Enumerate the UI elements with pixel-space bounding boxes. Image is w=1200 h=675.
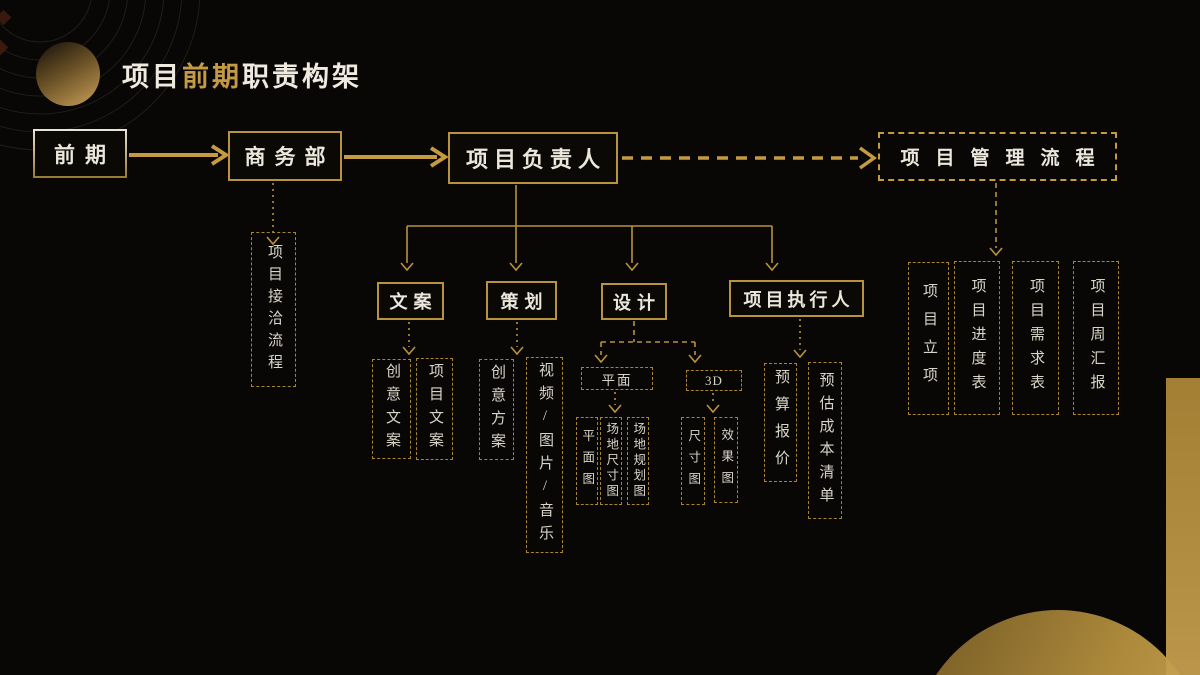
- arrow-fuzeren-to-guanli: [622, 146, 878, 170]
- node-changdichicuntu: 场地尺寸图: [600, 417, 622, 505]
- node-changdiguihuatu-label: 场地规划图: [631, 422, 646, 500]
- node-chuangyifangan: 创意方案: [479, 359, 514, 460]
- node-3d: 3D: [686, 370, 742, 391]
- tree-fuzeren: [400, 185, 779, 272]
- node-pingmiantu: 平面图: [576, 417, 598, 505]
- node-chicuntu-label: 尺寸图: [686, 428, 701, 494]
- node-pingmian-label: 平面: [601, 372, 633, 388]
- diamond-decoration: [0, 9, 12, 26]
- diamond-decoration: [0, 39, 9, 56]
- node-chuangyifangan-label: 创意方案: [489, 363, 505, 456]
- node-sheji-label: 设计: [613, 292, 661, 313]
- node-chuangyiwenan: 创意文案: [372, 359, 411, 459]
- gold-circle-bottom-decoration: [911, 610, 1200, 675]
- node-xuqiu-label: 项目需求表: [1028, 278, 1044, 398]
- node-guanli-label: 项目管理流程: [900, 148, 1111, 169]
- node-zhoubao: 项目周汇报: [1073, 261, 1119, 415]
- node-fuzeren-label: 项目负责人: [465, 147, 606, 172]
- node-yugu-label: 预估成本清单: [817, 371, 834, 510]
- node-cehua-label: 策划: [500, 291, 549, 312]
- drop-cehua: [510, 322, 524, 356]
- node-xiaoguotu-label: 效果图: [719, 427, 734, 493]
- node-xiaoguotu: 效果图: [714, 417, 738, 503]
- drop-zhixingren: [793, 319, 807, 359]
- title-part1: 项目: [122, 62, 182, 92]
- node-fuzeren: 项目负责人: [448, 132, 618, 184]
- node-chuangyiwenan-label: 创意文案: [384, 363, 400, 455]
- node-xiangmuwenan: 项目文案: [416, 358, 453, 460]
- node-xiangmuwenan-label: 项目文案: [427, 363, 443, 455]
- branch-sheji: [600, 321, 696, 355]
- branch-sheji-head-right: [688, 354, 702, 364]
- node-jindu: 项目进度表: [954, 261, 1000, 415]
- node-zhixingren: 项目执行人: [729, 280, 864, 317]
- drop-3d: [706, 393, 720, 414]
- node-shangwubu: 商务部: [228, 131, 342, 181]
- node-jieqia-label: 项目接洽流程: [266, 243, 282, 376]
- node-shangwubu-label: 商务部: [244, 145, 335, 169]
- node-shipin-label: 视频/图片/音乐: [537, 362, 553, 548]
- gold-bar-decoration: [1166, 378, 1200, 675]
- drop-wenan: [402, 322, 416, 356]
- node-cehua: 策划: [486, 281, 557, 320]
- gold-circle-decoration: [36, 42, 100, 106]
- node-jieqia: 项目接洽流程: [251, 232, 296, 387]
- node-jindu-label: 项目进度表: [969, 278, 986, 398]
- node-pingmiantu-label: 平面图: [580, 428, 595, 494]
- node-lixiang-label: 项目立项: [921, 282, 937, 395]
- node-qianqi: 前期: [33, 129, 127, 178]
- node-shipin: 视频/图片/音乐: [526, 357, 563, 553]
- node-yusuanbaojia-label: 预算报价: [773, 368, 789, 477]
- node-wenan: 文案: [377, 282, 444, 320]
- node-pingmian: 平面: [581, 367, 653, 390]
- branch-sheji-head-left: [594, 354, 608, 364]
- node-changdichicuntu-label: 场地尺寸图: [604, 422, 619, 500]
- arrow-shangwubu-to-fuzeren: [344, 146, 449, 168]
- node-yugu: 预估成本清单: [808, 362, 842, 519]
- node-yusuanbaojia: 预算报价: [764, 363, 797, 482]
- node-lixiang: 项目立项: [908, 262, 949, 415]
- drop-guanli: [989, 183, 1003, 257]
- arrow-qianqi-to-shangwubu: [129, 144, 230, 166]
- title-highlight: 前期: [182, 62, 242, 92]
- node-chicuntu: 尺寸图: [681, 417, 705, 505]
- node-wenan-label: 文案: [389, 292, 438, 312]
- node-guanli: 项目管理流程: [878, 132, 1117, 181]
- concentric-arcs-decoration: [0, 0, 201, 151]
- node-xuqiu: 项目需求表: [1012, 261, 1059, 415]
- node-sheji: 设计: [601, 283, 667, 320]
- node-zhoubao-label: 项目周汇报: [1088, 278, 1105, 398]
- node-changdiguihuatu: 场地规划图: [627, 417, 649, 505]
- title-part2: 职责构架: [242, 62, 362, 92]
- drop-pingmian: [608, 392, 622, 414]
- node-3d-label: 3D: [705, 372, 723, 388]
- page-title: 项目前期职责构架: [122, 55, 362, 94]
- node-zhixingren-label: 项目执行人: [743, 289, 854, 310]
- node-qianqi-label: 前期: [54, 142, 116, 167]
